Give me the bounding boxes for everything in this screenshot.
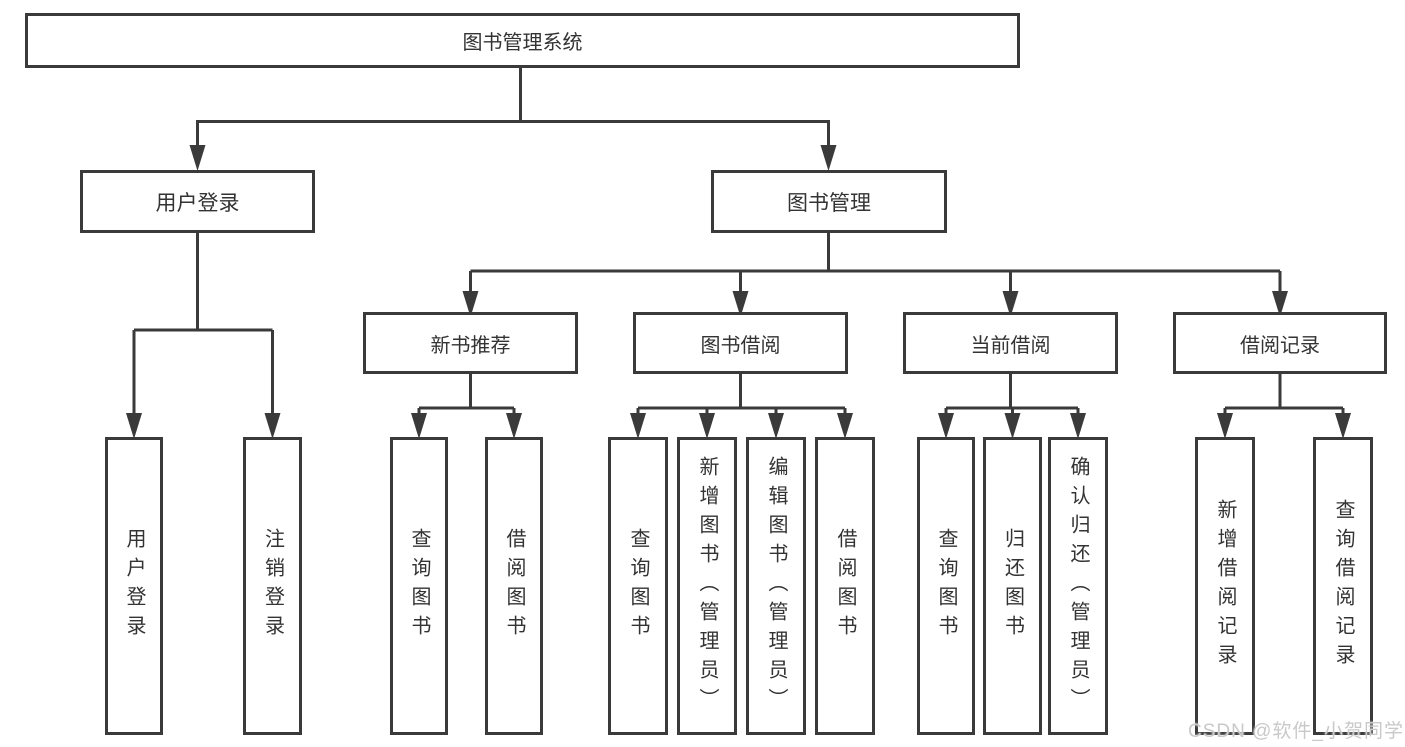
leaf-label: 归还图书	[1001, 528, 1024, 644]
node-book-borrowing: 图书借阅	[633, 312, 848, 374]
leaf-query-books-3: 查询图书	[917, 437, 975, 735]
leaf-query-books: 查询图书	[390, 437, 448, 735]
node-label: 用户登录	[155, 191, 240, 215]
leaf-label: 借阅图书	[503, 528, 525, 644]
leaf-borrow-books-2: 借阅图书	[815, 437, 875, 735]
node-book-management: 图书管理	[711, 170, 947, 233]
leaf-user-login: 用户登录	[105, 437, 163, 735]
leaf-logout: 注销登录	[243, 437, 302, 735]
leaf-return-books: 归还图书	[983, 437, 1042, 735]
leaf-label: 查询图书	[627, 528, 649, 644]
node-label: 图书借阅	[700, 334, 781, 357]
leaf-label: 注销登录	[261, 528, 284, 644]
node-label: 图书管理	[787, 191, 871, 215]
node-new-book-recommendation: 新书推荐	[363, 312, 578, 374]
leaf-add-book-admin: 新增图书（管理员）	[677, 437, 737, 735]
leaf-label: 查询图书	[935, 528, 957, 644]
leaf-label: 查询图书	[408, 528, 430, 644]
node-label: 图书管理系统	[462, 32, 583, 54]
node-library-management-system: 图书管理系统	[25, 13, 1020, 68]
leaf-label: 新增借阅记录	[1214, 499, 1236, 673]
leaf-label: 查询借阅记录	[1332, 499, 1354, 673]
leaf-edit-book-admin: 编辑图书（管理员）	[746, 437, 806, 735]
node-label: 当前借阅	[970, 334, 1051, 357]
node-label: 借阅记录	[1240, 334, 1320, 357]
leaf-query-books-2: 查询图书	[608, 437, 668, 735]
leaf-label: 确认归还（管理员）	[1067, 455, 1089, 717]
leaf-label: 用户登录	[123, 528, 145, 644]
leaf-confirm-return-admin: 确认归还（管理员）	[1048, 437, 1108, 735]
csdn-watermark: CSDN @软件_小贺同学	[1188, 721, 1404, 742]
leaf-add-borrow-record: 新增借阅记录	[1195, 437, 1255, 735]
leaf-borrow-books: 借阅图书	[485, 437, 543, 735]
leaf-query-borrow-record: 查询借阅记录	[1313, 437, 1373, 735]
node-label: 新书推荐	[430, 334, 511, 357]
leaf-label: 编辑图书（管理员）	[765, 455, 787, 717]
node-borrowing-records: 借阅记录	[1173, 312, 1387, 374]
node-current-borrowing: 当前借阅	[903, 312, 1118, 374]
leaf-label: 新增图书（管理员）	[696, 455, 718, 717]
leaf-label: 借阅图书	[834, 528, 856, 644]
node-user-login: 用户登录	[80, 170, 315, 233]
